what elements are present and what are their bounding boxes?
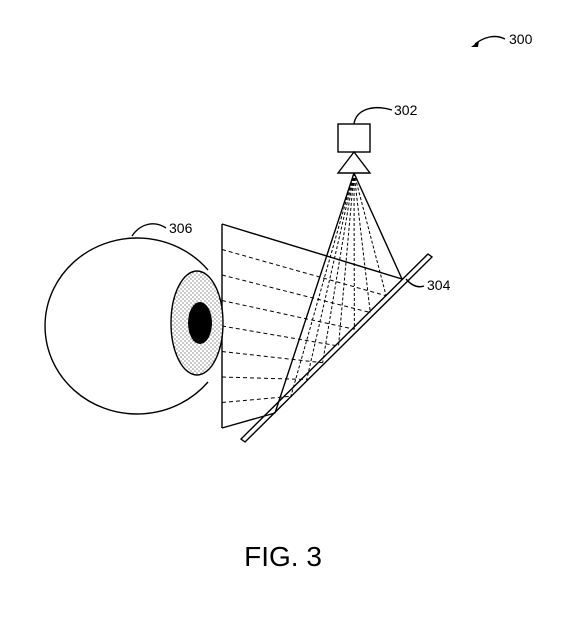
pupil-icon (188, 302, 212, 344)
projected-ray (353, 172, 387, 296)
reflected-light-field (221, 223, 403, 429)
reflected-ray (221, 274, 371, 313)
figure-caption: FIG. 3 (244, 541, 322, 572)
figure-ref-label: 300 (509, 31, 533, 47)
reflected-dashed-rays (221, 249, 387, 403)
combiner: 304 (239, 253, 451, 443)
eye-ref-label: 306 (169, 220, 193, 236)
eye-ref-leader (131, 223, 167, 237)
projected-ray (306, 172, 355, 380)
projector-lens-icon (336, 150, 372, 174)
reflected-ray (221, 300, 355, 330)
reflected-ray (221, 351, 323, 364)
combiner-ref-leader (405, 278, 425, 288)
eyeball-icon (44, 237, 209, 415)
combiner-ref-label: 304 (427, 277, 451, 293)
reflected-ray (221, 325, 339, 347)
eye: 306 (44, 220, 224, 415)
projection-light-cone (274, 172, 403, 414)
field-top-edge (221, 223, 403, 280)
reflected-ray (221, 395, 291, 403)
projected-ray (338, 172, 355, 347)
projected-ray (322, 172, 355, 363)
projector-ref-label: 302 (394, 102, 418, 118)
projector-body-icon (337, 123, 371, 153)
field-bottom-edge (221, 412, 276, 429)
combiner-plate (239, 253, 434, 443)
cone-edge-right (353, 172, 403, 280)
cone-edge-left (274, 172, 355, 414)
figure-reference: 300 (471, 31, 533, 47)
projected-ray (353, 172, 371, 313)
figure-ref-leader (474, 35, 506, 45)
projected-dashed-rays (290, 172, 387, 397)
projector: 302 (336, 102, 418, 174)
projector-ref-leader (353, 106, 393, 125)
figure-ref-arrowhead (471, 41, 479, 47)
reflected-ray (221, 376, 307, 380)
reflected-ray (221, 249, 387, 297)
projected-ray (290, 172, 355, 397)
